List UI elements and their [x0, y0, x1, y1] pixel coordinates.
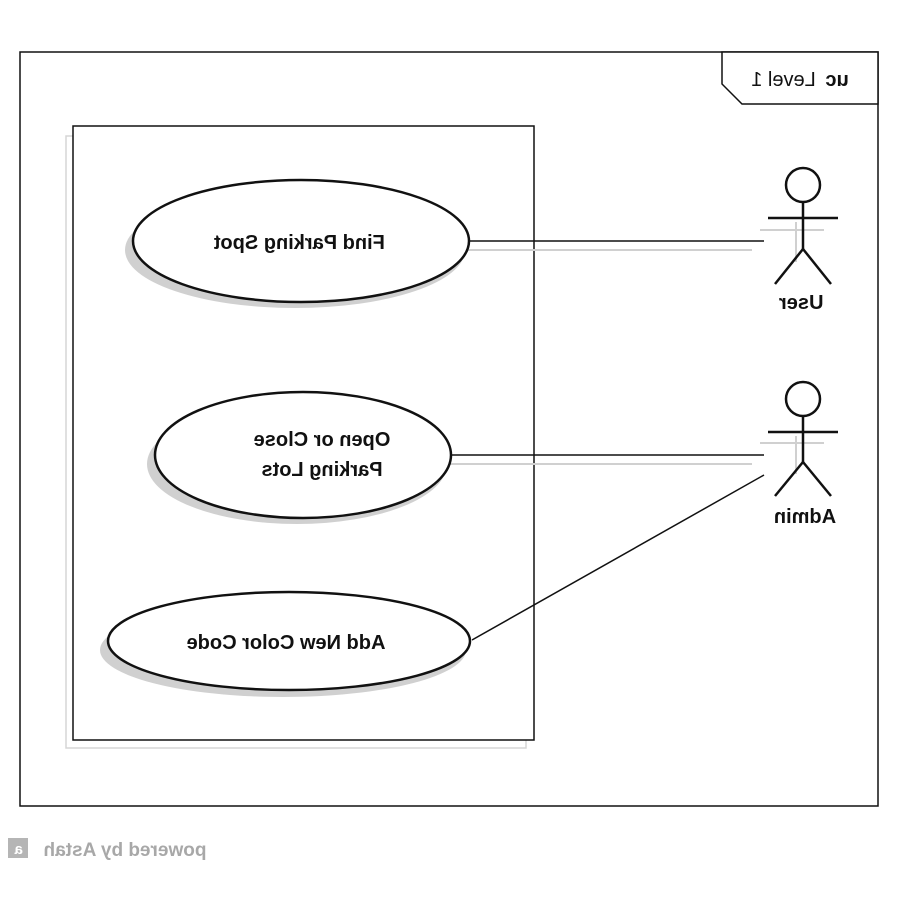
actor-user[interactable]: User — [760, 166, 838, 314]
stick-figure-icon — [768, 380, 838, 497]
svg-text:a: a — [14, 841, 23, 858]
actor-name: Admin — [774, 506, 836, 528]
frame-name-label: uc Level 1 — [751, 69, 848, 91]
frame-name-tag — [721, 51, 879, 105]
use-case-label: Parking Lots — [261, 459, 382, 481]
footer-watermark: a powered by Astah — [8, 838, 206, 861]
use-case-ellipse — [106, 590, 472, 692]
use-case-add-new-color-code[interactable]: Add New Color Code — [100, 590, 472, 697]
use-case-label: Add New Color Code — [187, 632, 386, 654]
footer-text: powered by Astah — [44, 840, 207, 861]
stick-figure-icon — [768, 166, 838, 285]
use-case-open-close-parking-lots[interactable]: Open or Close Parking Lots — [147, 390, 453, 524]
actor-name: User — [779, 292, 824, 314]
actor-shadow — [760, 222, 824, 262]
actor-admin[interactable]: Admin — [760, 380, 838, 528]
use-case-ellipse — [131, 178, 471, 304]
frame-keyword: uc — [825, 69, 848, 91]
astah-logo-icon: a — [8, 838, 28, 858]
association-admin-add-color — [471, 474, 765, 641]
use-case-ellipse — [153, 390, 453, 520]
use-case-label: Open or Close — [254, 429, 391, 451]
use-case-label: Find Parking Spot — [213, 232, 384, 254]
actor-shadow — [760, 436, 824, 474]
use-case-find-parking-spot[interactable]: Find Parking Spot — [125, 178, 471, 308]
frame-name: Level 1 — [751, 69, 816, 91]
